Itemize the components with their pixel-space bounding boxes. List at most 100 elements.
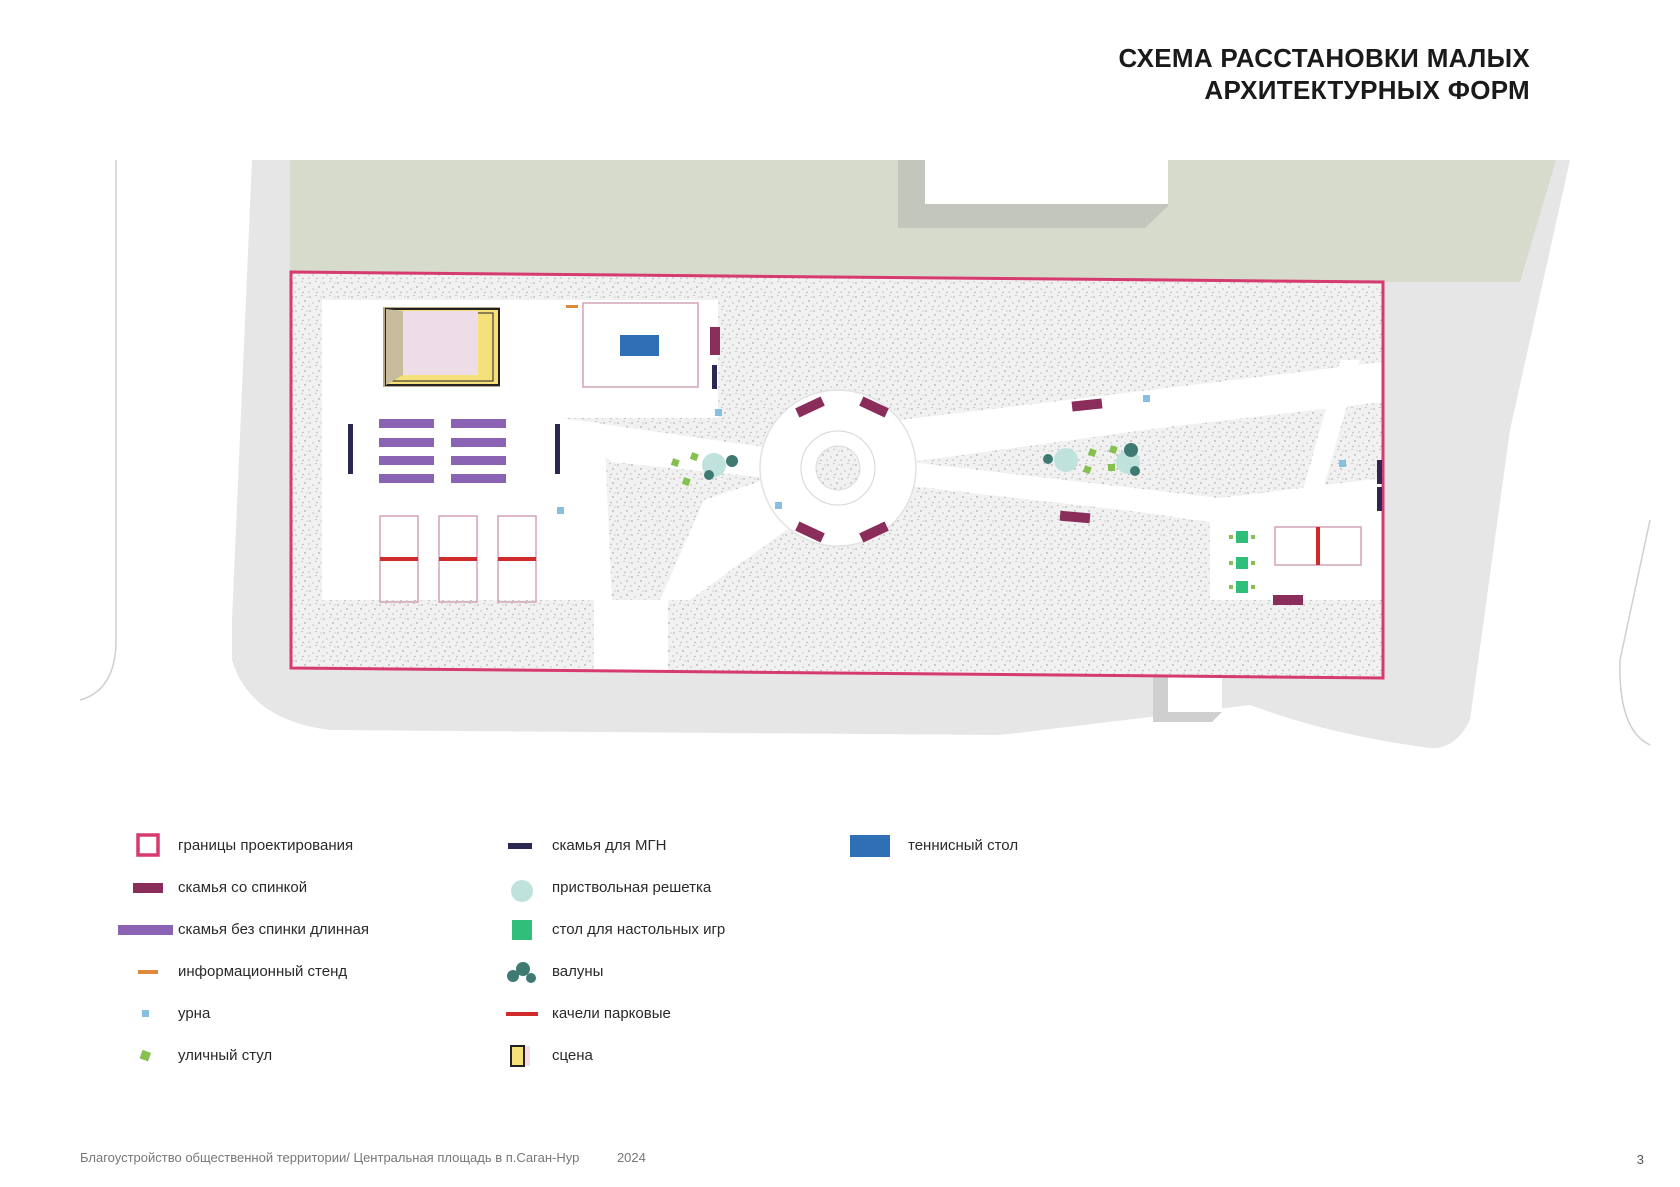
trash-bin bbox=[775, 502, 782, 509]
site-plan bbox=[79, 160, 1651, 749]
legend-label: валуны bbox=[552, 963, 604, 980]
footer: Благоустройство общественной территории/… bbox=[80, 1150, 646, 1165]
boulders bbox=[704, 443, 1140, 480]
legend-label: сцена bbox=[552, 1047, 593, 1064]
legend-label: уличный стул bbox=[178, 1047, 273, 1064]
long-bench bbox=[451, 438, 506, 447]
mgn-benches bbox=[348, 365, 1382, 511]
page-title: СХЕМА РАССТАНОВКИ МАЛЫХ АРХИТЕКТУРНЫХ ФО… bbox=[1119, 42, 1531, 106]
tree-grate bbox=[1054, 448, 1078, 472]
back-bench bbox=[795, 396, 825, 418]
game-tables bbox=[1229, 531, 1255, 593]
swing-seat bbox=[1316, 527, 1320, 565]
long-bench bbox=[379, 419, 434, 428]
street-stool bbox=[1087, 448, 1097, 458]
title-line-2: АРХИТЕКТУРНЫХ ФОРМ bbox=[1204, 75, 1530, 105]
trash-bin-icon bbox=[142, 1010, 149, 1017]
game-table bbox=[1236, 581, 1248, 593]
trash-bin bbox=[557, 507, 564, 514]
central-plaza-edge bbox=[759, 389, 917, 547]
back-bench bbox=[1071, 398, 1103, 412]
back-bench bbox=[859, 521, 889, 543]
east-path bbox=[910, 462, 1383, 600]
bench-back-icon bbox=[133, 883, 163, 893]
footer-year: 2024 bbox=[616, 1150, 646, 1165]
street-stool bbox=[689, 452, 699, 462]
boulders-icon bbox=[507, 962, 536, 983]
legend-label: качели парковые bbox=[552, 1005, 671, 1022]
mgn-bench-icon bbox=[508, 843, 532, 849]
boulder bbox=[1130, 466, 1140, 476]
long-bench bbox=[379, 438, 434, 447]
legend-label: теннисный стол bbox=[908, 837, 1019, 854]
footer-caption: Благоустройство общественной территории/… bbox=[80, 1150, 580, 1165]
legend-label: скамья для МГН bbox=[552, 837, 667, 854]
game-stool bbox=[1229, 535, 1233, 539]
boulder bbox=[726, 455, 738, 467]
legend-label: стол для настольных игр bbox=[552, 921, 726, 938]
long-bench bbox=[451, 456, 506, 465]
game-stool bbox=[1251, 561, 1255, 565]
mgn-bench bbox=[712, 365, 717, 389]
street-stools bbox=[670, 445, 1118, 487]
central-ring bbox=[800, 430, 876, 506]
curb-line-left bbox=[79, 160, 117, 701]
street-stool bbox=[681, 477, 691, 487]
legend-label: границы проектирования bbox=[178, 837, 354, 854]
boulder bbox=[1124, 443, 1138, 457]
trash-bins bbox=[557, 395, 1346, 514]
legend-label: приствольная решетка bbox=[552, 879, 712, 896]
trash-bin bbox=[1339, 460, 1346, 467]
swing-seat bbox=[380, 557, 418, 561]
project-boundary bbox=[289, 270, 1385, 680]
game-table bbox=[1236, 557, 1248, 569]
stage-backdrop bbox=[386, 309, 403, 385]
info-stand-icon bbox=[138, 970, 158, 974]
swing-seats bbox=[380, 527, 1320, 565]
long-bench bbox=[451, 419, 506, 428]
boundary-icon bbox=[136, 833, 160, 857]
game-stool bbox=[1251, 585, 1255, 589]
tree-grates bbox=[702, 448, 1140, 477]
game-stool bbox=[1229, 561, 1233, 565]
mgn-bench bbox=[348, 424, 353, 474]
info-stand bbox=[566, 305, 578, 308]
park-swing-icon bbox=[506, 1012, 538, 1016]
street-stool bbox=[1082, 465, 1092, 475]
mgn-bench bbox=[1377, 487, 1382, 511]
back-bench bbox=[1059, 510, 1091, 524]
legend-label: скамья без спинки длинная bbox=[178, 921, 369, 938]
diagonal-connector bbox=[1300, 360, 1360, 500]
mgn-bench bbox=[1377, 460, 1382, 484]
south-entrance bbox=[1168, 676, 1222, 712]
legend-label: скамья со спинкой bbox=[178, 879, 308, 896]
back-bench bbox=[710, 327, 720, 355]
ne-path bbox=[900, 362, 1383, 462]
title-line-1: СХЕМА РАССТАНОВКИ МАЛЫХ bbox=[1118, 43, 1530, 73]
street-stool bbox=[670, 458, 680, 468]
tree-grate-icon bbox=[511, 880, 533, 902]
long-bench bbox=[451, 474, 506, 483]
back-benches bbox=[710, 327, 1303, 605]
trash-bin bbox=[715, 409, 722, 416]
long-bench bbox=[379, 456, 434, 465]
building bbox=[925, 160, 1168, 204]
tennis-table bbox=[620, 335, 659, 356]
legend-label: урна bbox=[178, 1005, 211, 1022]
stage-icon bbox=[510, 1045, 530, 1067]
south-gap bbox=[594, 600, 668, 670]
swing-seat bbox=[439, 557, 477, 561]
back-bench bbox=[1273, 595, 1303, 605]
game-stool bbox=[1229, 585, 1233, 589]
boulder bbox=[1043, 454, 1053, 464]
page-number: 3 bbox=[1636, 1152, 1644, 1167]
back-bench bbox=[795, 521, 825, 543]
central-core bbox=[815, 445, 861, 491]
game-stool bbox=[1251, 535, 1255, 539]
street-stool-icon bbox=[139, 1049, 152, 1062]
stage-cover bbox=[403, 311, 478, 375]
street-stool bbox=[1108, 464, 1115, 471]
mgn-bench bbox=[555, 424, 560, 474]
game-table bbox=[1236, 531, 1248, 543]
trash-bin bbox=[1143, 395, 1150, 402]
